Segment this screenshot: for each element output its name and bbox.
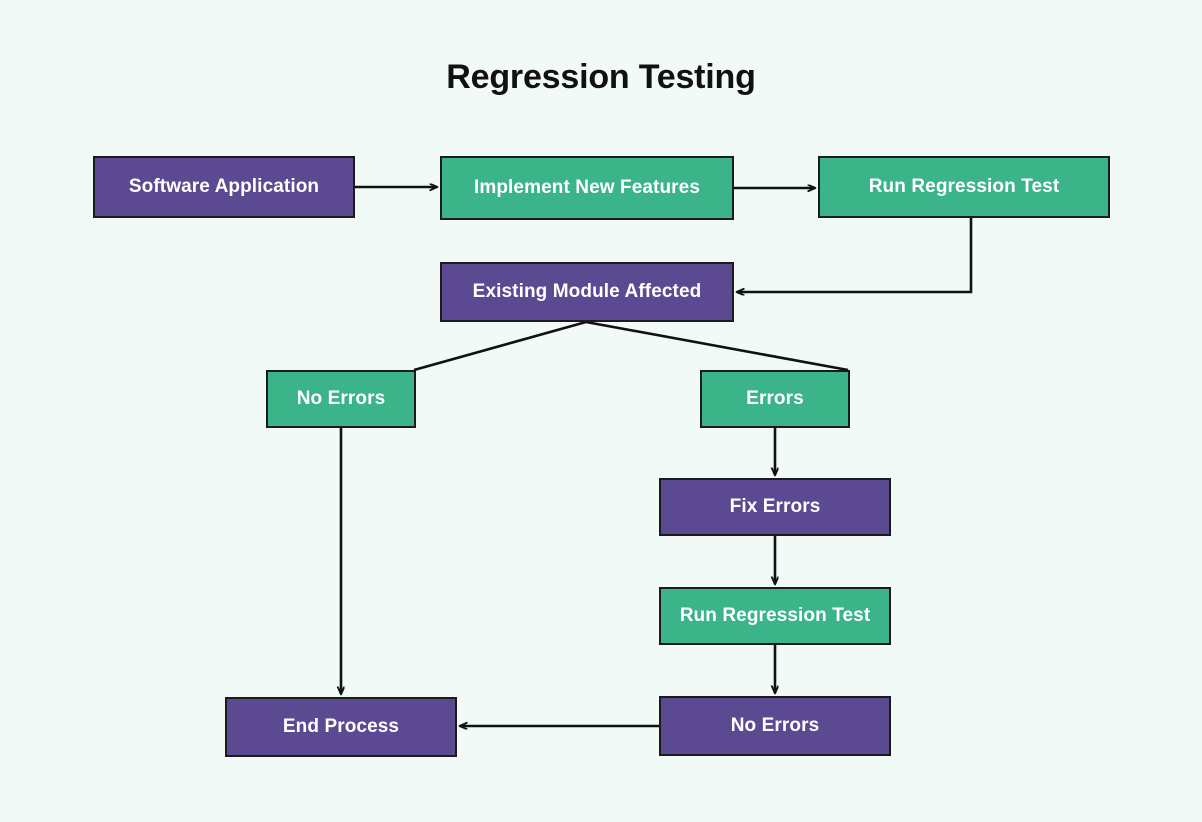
connector-existing-module-to-no-errors [413, 320, 587, 372]
connector-existing-module-to-errors [585, 320, 849, 372]
node-no-errors-right[interactable]: No Errors [659, 696, 891, 756]
node-software-application[interactable]: Software Application [93, 156, 355, 218]
page-title: Regression Testing [446, 58, 756, 96]
node-label: No Errors [730, 715, 820, 736]
node-label: Fix Errors [729, 496, 821, 517]
node-end-process[interactable]: End Process [225, 697, 457, 757]
node-label: Run Regression Test [679, 605, 871, 626]
node-run-regression-test-2[interactable]: Run Regression Test [659, 587, 891, 645]
node-existing-module-affected[interactable]: Existing Module Affected [440, 262, 734, 322]
node-fix-errors[interactable]: Fix Errors [659, 478, 891, 536]
node-label: Implement New Features [473, 177, 701, 198]
node-label: Errors [746, 388, 804, 409]
node-label: Software Application [128, 176, 320, 197]
node-errors[interactable]: Errors [700, 370, 850, 428]
node-label: No Errors [296, 388, 386, 409]
node-label: Existing Module Affected [472, 281, 702, 302]
node-label: End Process [282, 716, 400, 737]
node-no-errors-left[interactable]: No Errors [266, 370, 416, 428]
node-run-regression-test-1[interactable]: Run Regression Test [818, 156, 1110, 218]
connector-run-test-to-existing-module [737, 218, 973, 292]
node-implement-new-features[interactable]: Implement New Features [440, 156, 734, 220]
node-label: Run Regression Test [868, 176, 1060, 197]
